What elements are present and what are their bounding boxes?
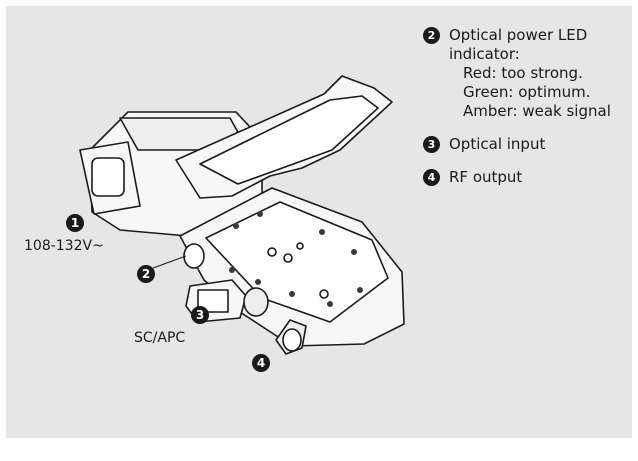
callout-1-badge: 1: [66, 214, 84, 232]
legend-item-optical-input: 3 Optical input: [423, 135, 623, 154]
legend-2-badge: 2: [423, 27, 440, 44]
led-indicator: [183, 243, 205, 269]
legend: 2 Optical power LED indicator: Red: too …: [423, 26, 623, 201]
callout-4-badge: 4: [252, 354, 270, 372]
voltage-label: 108-132V~: [24, 238, 104, 254]
legend-item-rf-output: 4 RF output: [423, 168, 623, 187]
legend-4-badge: 4: [423, 169, 440, 186]
legend-led-title-cont: indicator:: [449, 45, 520, 63]
legend-led-amber: Amber: weak signal: [463, 102, 611, 120]
legend-3-badge: 3: [423, 136, 440, 153]
legend-rf-output-title: RF output: [449, 168, 523, 186]
legend-optical-input-title: Optical input: [449, 135, 546, 153]
legend-led-red: Red: too strong.: [463, 64, 583, 82]
callout-2-badge: 2: [137, 265, 155, 283]
callout-3-badge: 3: [191, 306, 209, 324]
legend-item-led: 2 Optical power LED indicator: Red: too …: [423, 26, 623, 121]
legend-led-green: Green: optimum.: [463, 83, 591, 101]
legend-led-title: Optical power LED: [449, 26, 588, 44]
connector-type-label: SC/APC: [134, 330, 186, 346]
